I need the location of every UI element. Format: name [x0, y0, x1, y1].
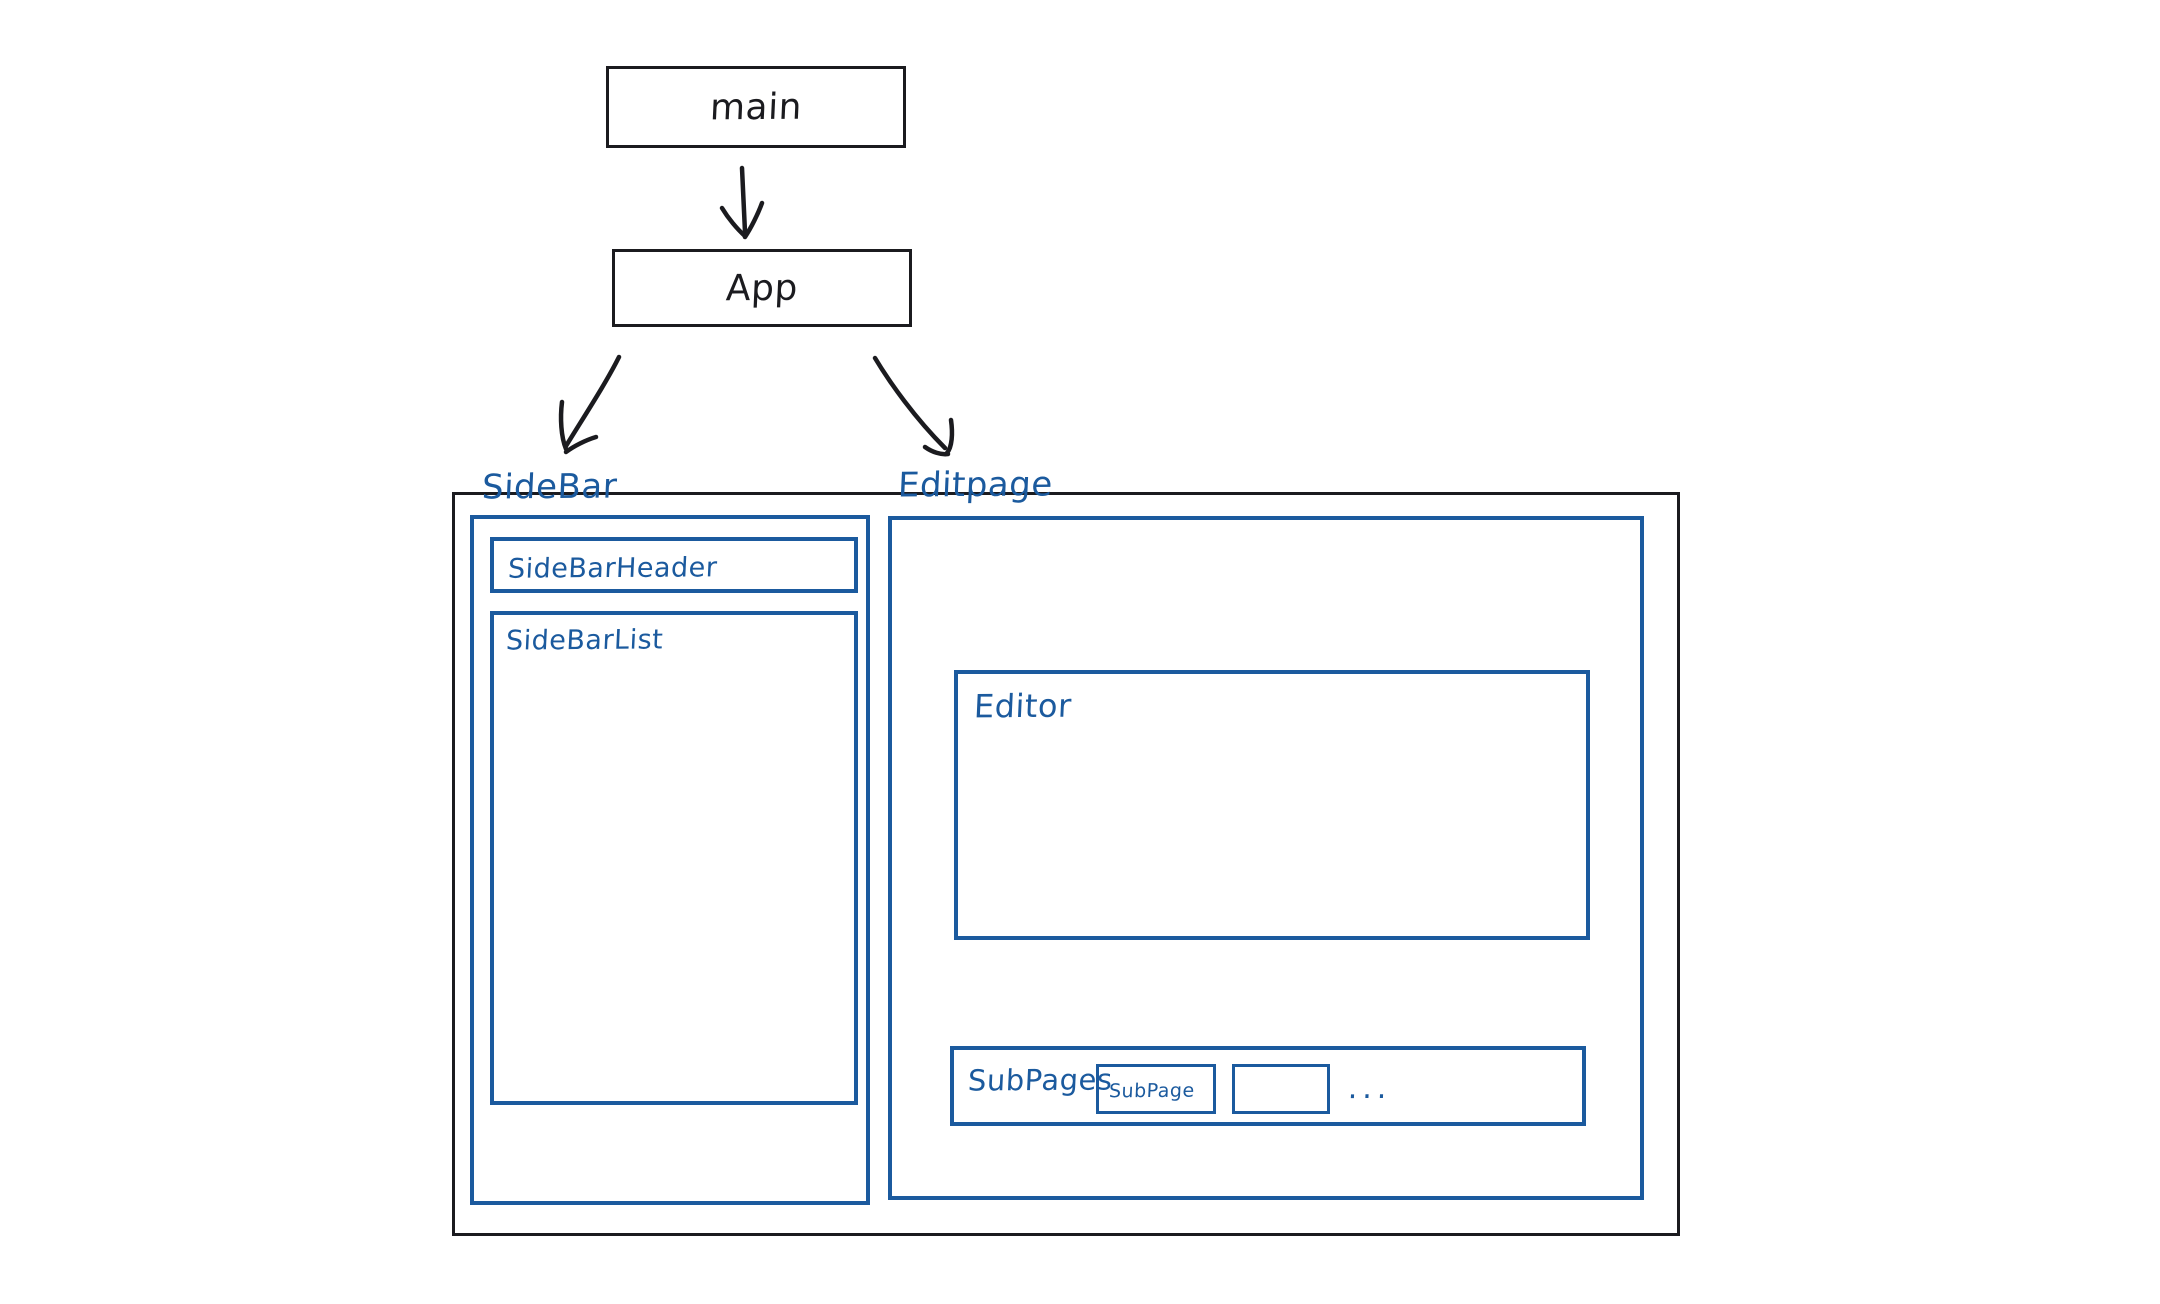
arrow-app-to-sidebar	[558, 354, 622, 455]
subpages-item-row: SubPage ...	[1096, 1064, 1392, 1114]
subpage-item-1[interactable]	[1232, 1064, 1330, 1114]
editpage-panel[interactable]: Editor	[888, 516, 1644, 1200]
sidebar-panel[interactable]: SideBarHeader SideBarList	[470, 515, 870, 1205]
node-app-label: App	[725, 267, 799, 309]
arrow-main-to-app	[719, 165, 765, 240]
arrow-app-to-editpage	[872, 355, 955, 457]
subpage-item-0-label: SubPage	[1108, 1079, 1196, 1103]
editor-label: Editor	[973, 686, 1073, 726]
node-main[interactable]: main	[606, 66, 906, 148]
app-frame-container	[452, 492, 1680, 1236]
subpages-label: SubPages	[967, 1062, 1114, 1098]
node-main-label: main	[709, 86, 803, 128]
subpages-overflow-ellipsis: ...	[1347, 1070, 1393, 1107]
sidebar-list-label: SideBarList	[505, 624, 664, 657]
editor-box[interactable]: Editor	[954, 670, 1590, 940]
node-app[interactable]: App	[612, 249, 912, 327]
sidebar-header[interactable]: SideBarHeader	[490, 537, 858, 593]
sidebar-header-label: SideBarHeader	[507, 552, 719, 585]
subpages-panel[interactable]: SubPages SubPage ...	[950, 1046, 1586, 1126]
sidebar-list[interactable]: SideBarList	[490, 611, 858, 1105]
subpage-item-0[interactable]: SubPage	[1096, 1064, 1216, 1114]
